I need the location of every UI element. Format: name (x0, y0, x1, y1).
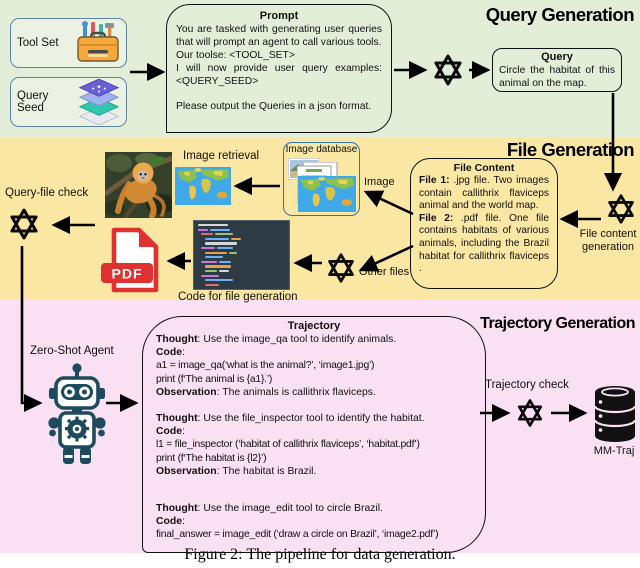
file1-label: File 1: (419, 175, 450, 186)
file2-label: File 2: (419, 212, 454, 224)
figure-caption: Figure 2: The pipeline for data generati… (184, 546, 456, 563)
trajectory-title: Trajectory (287, 320, 341, 332)
gpt-icon-query-file-check (6, 206, 42, 242)
trajectory-check-label: Trajectory check (485, 379, 569, 391)
toolbox-icon (76, 21, 120, 65)
file-content-bubble: File Content File 1: .jpg file. Two imag… (410, 158, 558, 289)
image-arrow-label: Image (364, 176, 395, 188)
trajectory-generation-band (0, 300, 640, 553)
prompt-line-2: Our toolse: <TOOL_SET> (176, 50, 295, 61)
prompt-line-1: You are tasked with generating user quer… (176, 24, 382, 48)
query-seed-label: Query Seed (17, 90, 49, 114)
query-text: Circle the habitat of this animal on the… (499, 65, 615, 89)
monkey-image (105, 152, 172, 218)
prompt-line-3: I will now provide user query examples: … (176, 63, 382, 87)
section-title-trajectory-generation: Trajectory Generation (480, 315, 635, 332)
robot-icon (48, 361, 106, 467)
section-title-file-generation: File Generation (506, 139, 635, 160)
other-files-label: Other files (359, 266, 410, 278)
file-content-title: File Content (453, 162, 515, 174)
zero-shot-agent-label: Zero-Shot Agent (30, 345, 114, 357)
database-map-image (298, 176, 356, 212)
image-database-box: Image database (283, 142, 360, 216)
gpt-icon-trajectory-check (514, 397, 546, 429)
tool-set-label: Tool Set (17, 37, 59, 49)
layers-icon (78, 79, 120, 125)
query-file-check-label: Query-file check (5, 187, 89, 199)
image-retrieval-label: Image retrieval (183, 150, 260, 162)
prompt-bubble: Prompt You are tasked with generating us… (166, 4, 392, 133)
query-box: Query Circle the habitat of this animal … (492, 48, 622, 92)
code-screenshot (193, 220, 290, 290)
prompt-title: Prompt (259, 10, 299, 22)
pdf-icon: PDF (98, 227, 164, 294)
file1-text: .jpg file. Two images contain callithrix… (419, 175, 549, 212)
gpt-icon-query-generation (430, 52, 466, 88)
file-content-generation-label: File content generation (579, 228, 637, 253)
section-title-query-generation: Query Generation (485, 4, 635, 25)
file2-text: .pdf file. One file contains habitats of… (419, 212, 549, 275)
tool-set-box: Tool Set (10, 18, 127, 68)
trajectory-bubble: Trajectory Thought: Use the image_qa too… (142, 316, 486, 553)
mm-traj-label: MM-Traj (593, 445, 635, 457)
mm-traj-database-icon (592, 384, 638, 442)
code-caption: Code for file generation (178, 291, 298, 303)
trajectory-steps: Thought: Use the image_qa tool to identi… (156, 334, 439, 541)
image-database-label: Image database (285, 144, 358, 155)
pdf-label: PDF (112, 266, 143, 282)
gpt-icon-other-files (324, 251, 358, 285)
gpt-icon-file-content-generation (604, 192, 638, 226)
retrieval-map-image (175, 167, 231, 205)
query-title: Query (541, 51, 573, 63)
query-seed-box: Query Seed (10, 77, 127, 127)
prompt-line-4: Please output the Queries in a json form… (176, 101, 372, 112)
